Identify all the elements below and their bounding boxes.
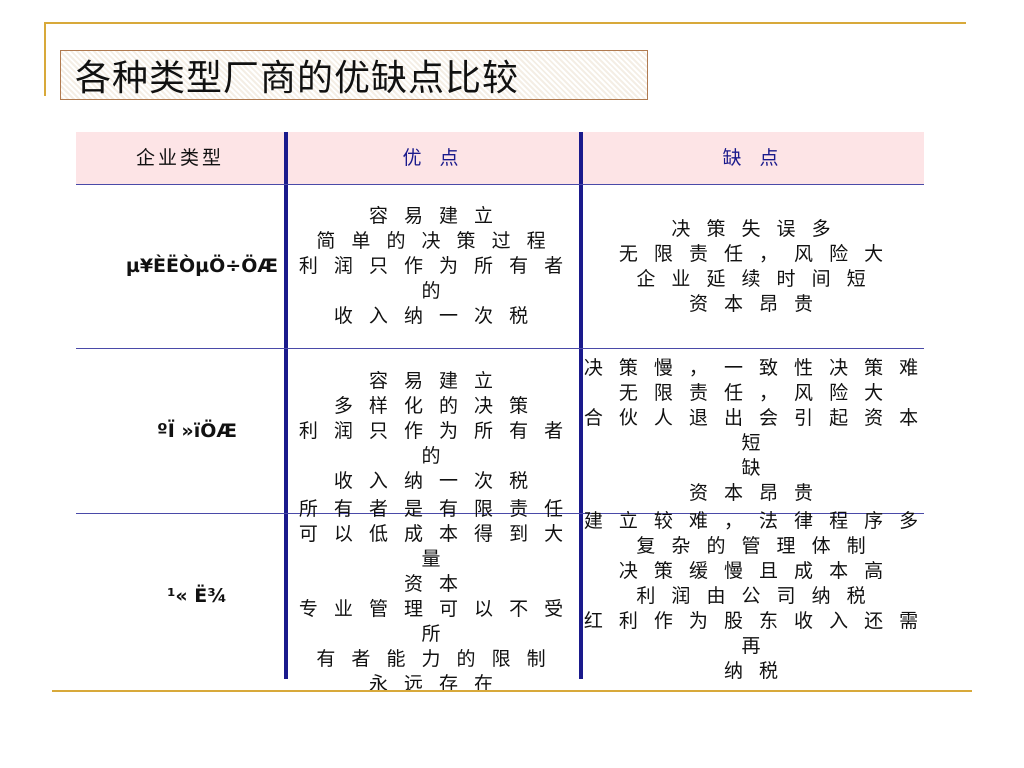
pros-line: 多 样 化 的 决 策 <box>333 394 534 417</box>
pros-line: 收 入 纳 一 次 税 <box>333 305 534 327</box>
cons-line: 无 限 责 任 ， 风 险 大 <box>618 242 889 265</box>
pros-line: 可 以 低 成 本 得 到 大 量 <box>298 522 569 570</box>
pros-line: 容 易 建 立 <box>368 205 499 227</box>
comparison-table: 企业类型 优 点 缺 点 µ¥ÈËÒµÖ÷ÖÆ 容 易 建 立 简 单 的 决 … <box>76 132 924 695</box>
cons-cell: 决 策 慢 ， 一 致 性 决 策 难 无 限 责 任 ， 风 险 大 合 伙 … <box>579 349 924 513</box>
pros-line: 资 本 <box>403 572 464 595</box>
cons-line: 企 业 延 续 时 间 短 <box>636 267 871 290</box>
cons-line: 决 策 慢 ， 一 致 性 决 策 难 <box>583 357 924 379</box>
cons-line: 决 策 缓 慢 且 成 本 高 <box>618 560 889 582</box>
pros-line: 收 入 纳 一 次 税 <box>333 469 534 492</box>
table-row: ¹« Ë¾ 所 有 者 是 有 限 责 任 可 以 低 成 本 得 到 大 量 … <box>76 498 924 695</box>
title-box: 各种类型厂商的优缺点比较 <box>60 50 648 100</box>
type-cell: ºÏ »ïÖÆ <box>157 419 237 442</box>
cons-cell: 建 立 较 难 ， 法 律 程 序 多 复 杂 的 管 理 体 制 决 策 缓 … <box>579 510 924 682</box>
top-rule <box>46 22 966 24</box>
cons-line: 建 立 较 难 ， 法 律 程 序 多 <box>583 510 924 532</box>
header-pros: 优 点 <box>284 132 579 184</box>
pros-line: 利 润 只 作 为 所 有 者 的 <box>298 419 569 467</box>
pros-line: 容 易 建 立 <box>368 369 499 392</box>
pros-line: 简 单 的 决 策 过 程 <box>316 230 551 252</box>
table-row: µ¥ÈËÒµÖ÷ÖÆ 容 易 建 立 简 单 的 决 策 过 程 利 润 只 作… <box>76 185 924 349</box>
table-header-row: 企业类型 优 点 缺 点 <box>76 132 924 185</box>
cons-line: 利 润 由 公 司 纳 税 <box>636 585 871 607</box>
pros-line: 有 者 能 力 的 限 制 <box>316 647 551 670</box>
cons-cell: 决 策 失 误 多 无 限 责 任 ， 风 险 大 企 业 延 续 时 间 短 … <box>579 185 924 348</box>
pros-cell: 所 有 者 是 有 限 责 任 可 以 低 成 本 得 到 大 量 资 本 专 … <box>284 498 579 695</box>
cons-line: 缺 <box>741 457 766 479</box>
pros-line: 专 业 管 理 可 以 不 受 所 <box>298 597 569 645</box>
cons-line: 资 本 昂 贵 <box>688 292 819 315</box>
page-title: 各种类型厂商的优缺点比较 <box>75 58 520 99</box>
cons-line: 复 杂 的 管 理 体 制 <box>636 535 871 557</box>
pros-line: 所 有 者 是 有 限 责 任 <box>298 497 569 520</box>
cons-line: 决 策 失 误 多 <box>671 217 836 240</box>
type-cell: ¹« Ë¾ <box>167 585 227 607</box>
cons-line: 合 伙 人 退 出 会 引 起 资 本 短 <box>583 407 924 454</box>
cons-line: 红 利 作 为 股 东 收 入 还 需 再 <box>583 610 924 657</box>
pros-line: 利 润 只 作 为 所 有 者 的 <box>298 255 569 302</box>
table-row: ºÏ »ïÖÆ 容 易 建 立 多 样 化 的 决 策 利 润 只 作 为 所 … <box>76 349 924 514</box>
pros-cell: 容 易 建 立 简 单 的 决 策 过 程 利 润 只 作 为 所 有 者 的 … <box>284 185 579 348</box>
type-cell: µ¥ÈËÒµÖ÷ÖÆ <box>125 255 278 277</box>
pros-cell: 容 易 建 立 多 样 化 的 决 策 利 润 只 作 为 所 有 者 的 收 … <box>284 349 579 513</box>
header-type: 企业类型 <box>135 146 224 169</box>
cons-line: 纳 税 <box>723 660 784 682</box>
cons-line: 资 本 昂 贵 <box>688 482 819 504</box>
cons-line: 无 限 责 任 ， 风 险 大 <box>618 382 889 404</box>
left-rule <box>44 22 46 96</box>
header-cons: 缺 点 <box>579 132 924 184</box>
bottom-rule <box>52 690 972 692</box>
pros-line: 永 远 存 在 <box>368 672 499 695</box>
